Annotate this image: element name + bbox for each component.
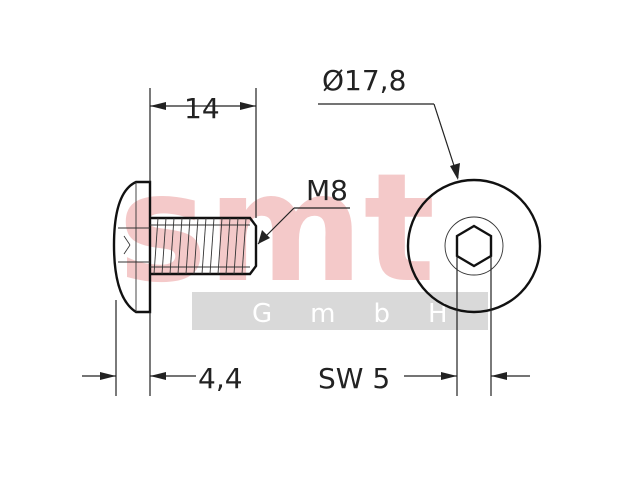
screw-head-outline <box>112 180 152 314</box>
watermark-logo: smt <box>118 142 435 316</box>
thread-line <box>185 217 191 275</box>
thread-line <box>209 217 215 275</box>
socket-tip-line-2 <box>123 244 131 255</box>
thread-line <box>233 217 239 275</box>
diameter-label: Ø17,8 <box>322 64 406 97</box>
thread-line <box>161 217 167 275</box>
socket-tip-line-1 <box>123 235 131 246</box>
arrow-left <box>150 102 166 110</box>
thread-line <box>169 217 175 275</box>
head-height-dimension: 4,4 <box>82 300 243 396</box>
hex-socket-icon <box>455 224 493 268</box>
thread-line <box>225 217 231 275</box>
arrow-head-left <box>100 372 116 380</box>
thread-line <box>241 217 247 275</box>
head-height-label: 4,4 <box>198 362 243 395</box>
thread-line <box>177 217 183 275</box>
sw-arrow-left <box>441 372 457 380</box>
thread-line <box>217 217 223 275</box>
screw-top-view <box>406 178 542 314</box>
socket-circle <box>444 216 504 276</box>
drive-size-label: SW 5 <box>318 362 390 395</box>
diameter-arrow <box>450 163 460 180</box>
length-label: 14 <box>184 92 220 125</box>
sw-arrow-right <box>491 372 507 380</box>
screw-shank-outline <box>150 216 258 276</box>
screw-side-view <box>112 180 258 314</box>
length-dimension: 14 <box>149 88 257 218</box>
thread-label: M8 <box>306 174 348 207</box>
thread-line <box>193 217 199 275</box>
watermark: smt GmbH <box>118 142 488 330</box>
watermark-company: GmbH <box>252 299 486 329</box>
arrow-right <box>240 102 256 110</box>
diameter-callout: Ø17,8 <box>318 64 460 180</box>
thread-line <box>153 217 159 275</box>
leader-arrow <box>258 230 270 244</box>
thread-line <box>201 217 207 275</box>
thread-callout: M8 <box>257 174 350 245</box>
head-circle <box>406 178 542 314</box>
arrow-head-right <box>150 372 166 380</box>
thread-lines <box>153 217 247 275</box>
drive-size-dimension: SW 5 <box>318 256 530 396</box>
watermark-band <box>192 292 488 330</box>
